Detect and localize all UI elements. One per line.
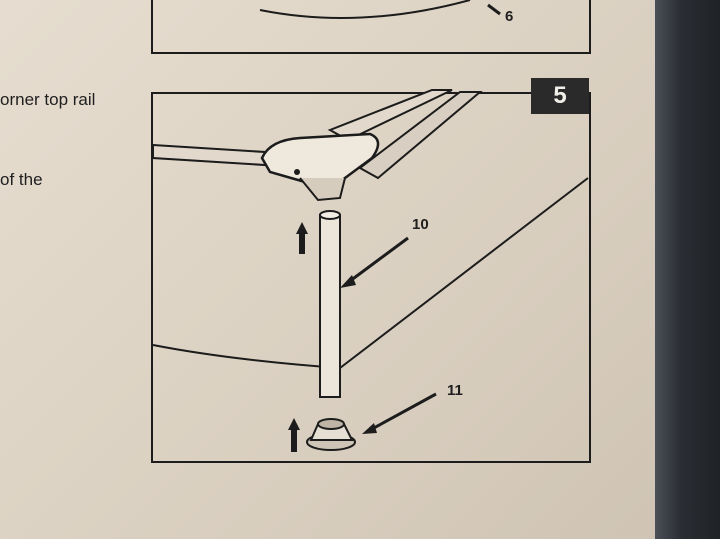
callout-arrow-pole xyxy=(340,236,409,288)
callout-arrow-base xyxy=(362,392,437,434)
instruction-line-2: of the xyxy=(0,170,43,189)
corner-joint xyxy=(260,132,380,187)
instruction-line-1: orner top rail xyxy=(0,90,96,109)
rail-right xyxy=(358,91,483,180)
rail-left xyxy=(152,143,266,167)
pole-base-cup xyxy=(317,418,345,430)
previous-step-panel xyxy=(151,0,591,54)
previous-step-leader xyxy=(487,3,501,16)
callout-label-pole: 10 xyxy=(412,216,429,233)
up-arrow-lower xyxy=(288,418,300,452)
pole-top xyxy=(319,210,341,220)
callout-label-base: 11 xyxy=(447,382,463,399)
vertical-pole xyxy=(319,214,341,398)
joint-socket xyxy=(299,177,346,202)
page-shadow xyxy=(655,0,720,539)
callout-label-top: 6 xyxy=(505,8,514,25)
pool-wall-edge xyxy=(152,177,589,370)
step-panel xyxy=(151,92,591,463)
joint-pin xyxy=(294,169,300,175)
previous-step-rail xyxy=(259,0,471,19)
up-arrow-upper xyxy=(296,222,308,254)
step-number-badge: 5 xyxy=(531,78,589,114)
